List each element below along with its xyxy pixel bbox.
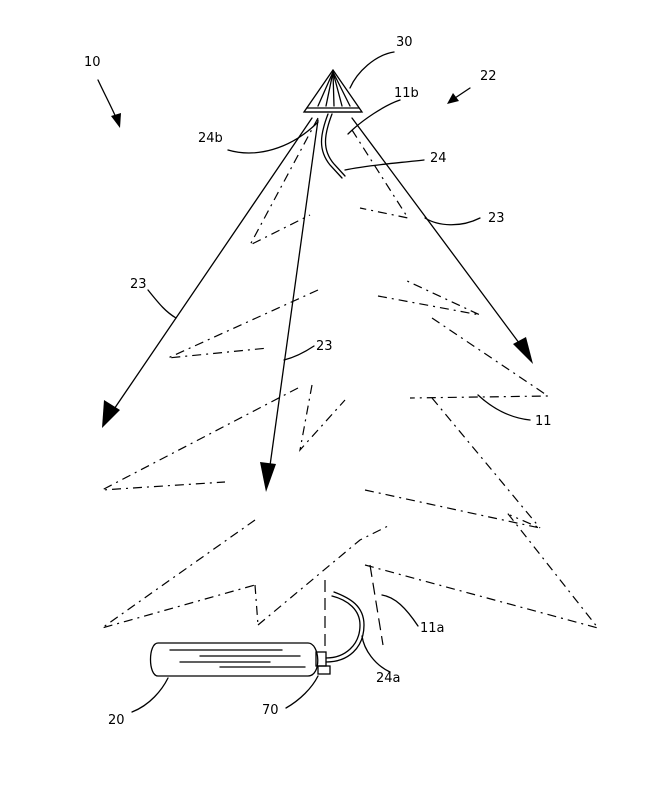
label-10: 10 [84, 55, 101, 70]
label-23-center: 23 [316, 339, 333, 354]
label-24b: 24b [198, 131, 223, 146]
light-rays [102, 117, 533, 492]
label-20: 20 [108, 713, 125, 728]
light-emitter-cone [302, 68, 364, 113]
label-24: 24 [430, 151, 447, 166]
label-30: 30 [396, 35, 413, 50]
label-22: 22 [480, 69, 497, 84]
reference-labels: 10 30 22 11b 24b 24 23 23 23 11 11a 24a … [84, 35, 552, 728]
tree-outline [101, 117, 600, 648]
label-24a: 24a [376, 671, 401, 686]
gas-cylinder [149, 591, 365, 677]
label-23-left: 23 [130, 277, 147, 292]
leader-lines [97, 51, 531, 713]
label-70: 70 [262, 703, 279, 718]
tube-24 [320, 113, 346, 179]
label-23-right: 23 [488, 211, 505, 226]
label-11: 11 [535, 414, 552, 429]
label-11b: 11b [394, 86, 419, 101]
label-11a: 11a [420, 621, 445, 636]
